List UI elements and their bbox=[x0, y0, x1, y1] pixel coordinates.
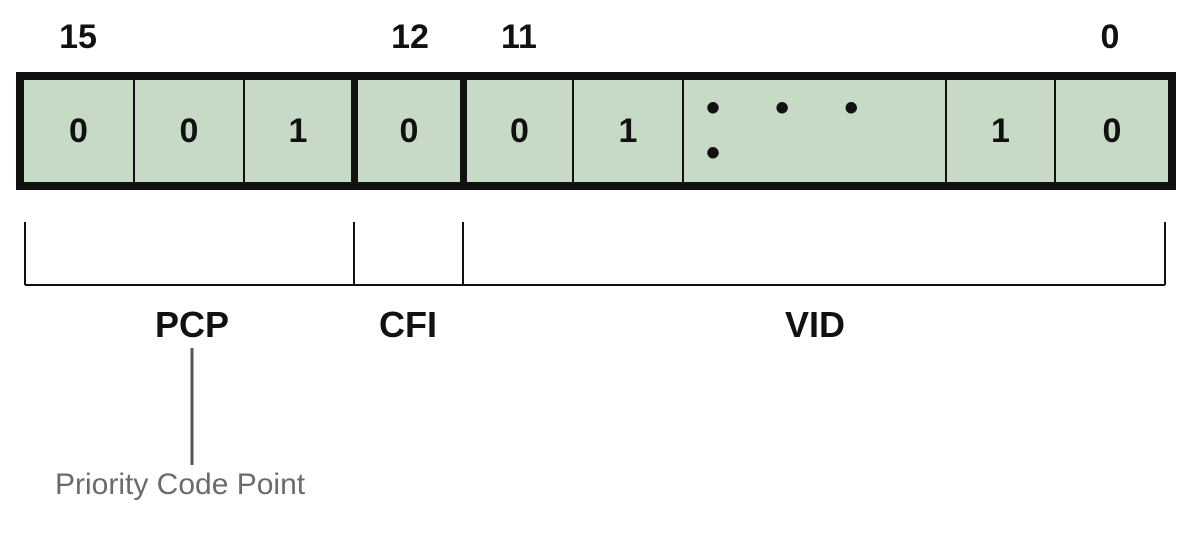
bit-cell-pcp-2: 0 bbox=[135, 80, 243, 182]
bit-label-12: 12 bbox=[391, 18, 429, 56]
bit-cell-pcp-1: 0 bbox=[24, 80, 133, 182]
bit-label-15: 15 bbox=[59, 18, 97, 56]
bit-cell-pcp-3: 1 bbox=[245, 80, 351, 182]
bit-cell-vid-3: 1 bbox=[947, 80, 1054, 182]
field-label-vid: VID bbox=[784, 304, 846, 345]
bit-cell-vid-1: 0 bbox=[467, 80, 572, 182]
field-label-pcp: PCP bbox=[154, 304, 230, 345]
bit-label-0: 0 bbox=[1100, 18, 1120, 56]
bit-cell-vid-2: 1 bbox=[574, 80, 682, 182]
field-label-cfi: CFI bbox=[379, 304, 437, 345]
tag-control-register: 0 0 1 0 0 1 • • • • 1 0 bbox=[16, 72, 1176, 190]
bit-cell-vid-ellipsis: • • • • bbox=[684, 80, 945, 182]
bit-cell-vid-4: 0 bbox=[1056, 80, 1168, 182]
bit-cell-cfi: 0 bbox=[358, 80, 460, 182]
pcp-annotation: Priority Code Point bbox=[55, 468, 306, 501]
bit-label-11: 11 bbox=[501, 18, 537, 56]
